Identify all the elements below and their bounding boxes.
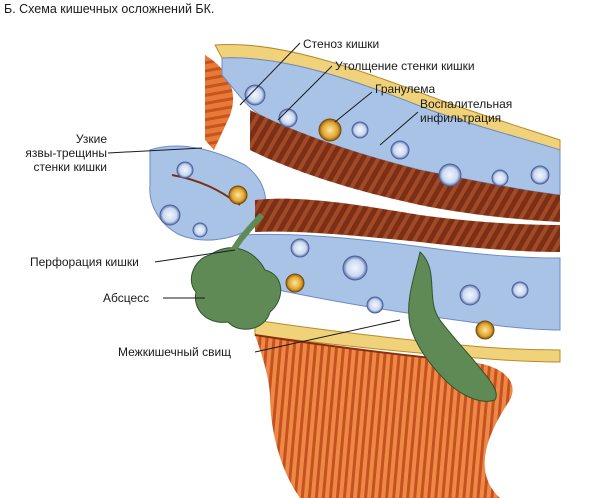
perforation-channel [229, 212, 265, 254]
lower-muscle-layer [255, 335, 513, 498]
abscess [190, 247, 282, 330]
label-fissures-line3: стенки кишки [33, 160, 107, 174]
label-granuloma: Гранулема [375, 82, 436, 96]
fistula-channel [408, 251, 497, 402]
granulomas [228, 118, 495, 340]
label-fistula: Межкишечный свищ [118, 345, 232, 359]
lymphoid-follicles [159, 84, 550, 314]
label-fissures-line1: Узкие [75, 132, 107, 146]
label-infiltration-line1: Воспалительная [420, 97, 513, 111]
label-abscess: Абсцесс [103, 291, 150, 305]
label-wall-thickening: Утолщение стенки кишки [335, 59, 475, 73]
label-fissures-line2: язвы-трещины [25, 146, 107, 160]
label-stenosis: Стеноз кишки [303, 37, 380, 51]
lower-serosa [254, 319, 561, 363]
upper-mucosa [250, 110, 560, 222]
lower-mucosa [255, 198, 560, 252]
leader-lines [107, 42, 419, 353]
diagram-title: Б. Схема кишечных осложнений БК. [4, 2, 215, 16]
label-infiltration-line2: инфильтрация [420, 111, 502, 125]
label-perforation: Перфорация кишки [30, 255, 139, 269]
